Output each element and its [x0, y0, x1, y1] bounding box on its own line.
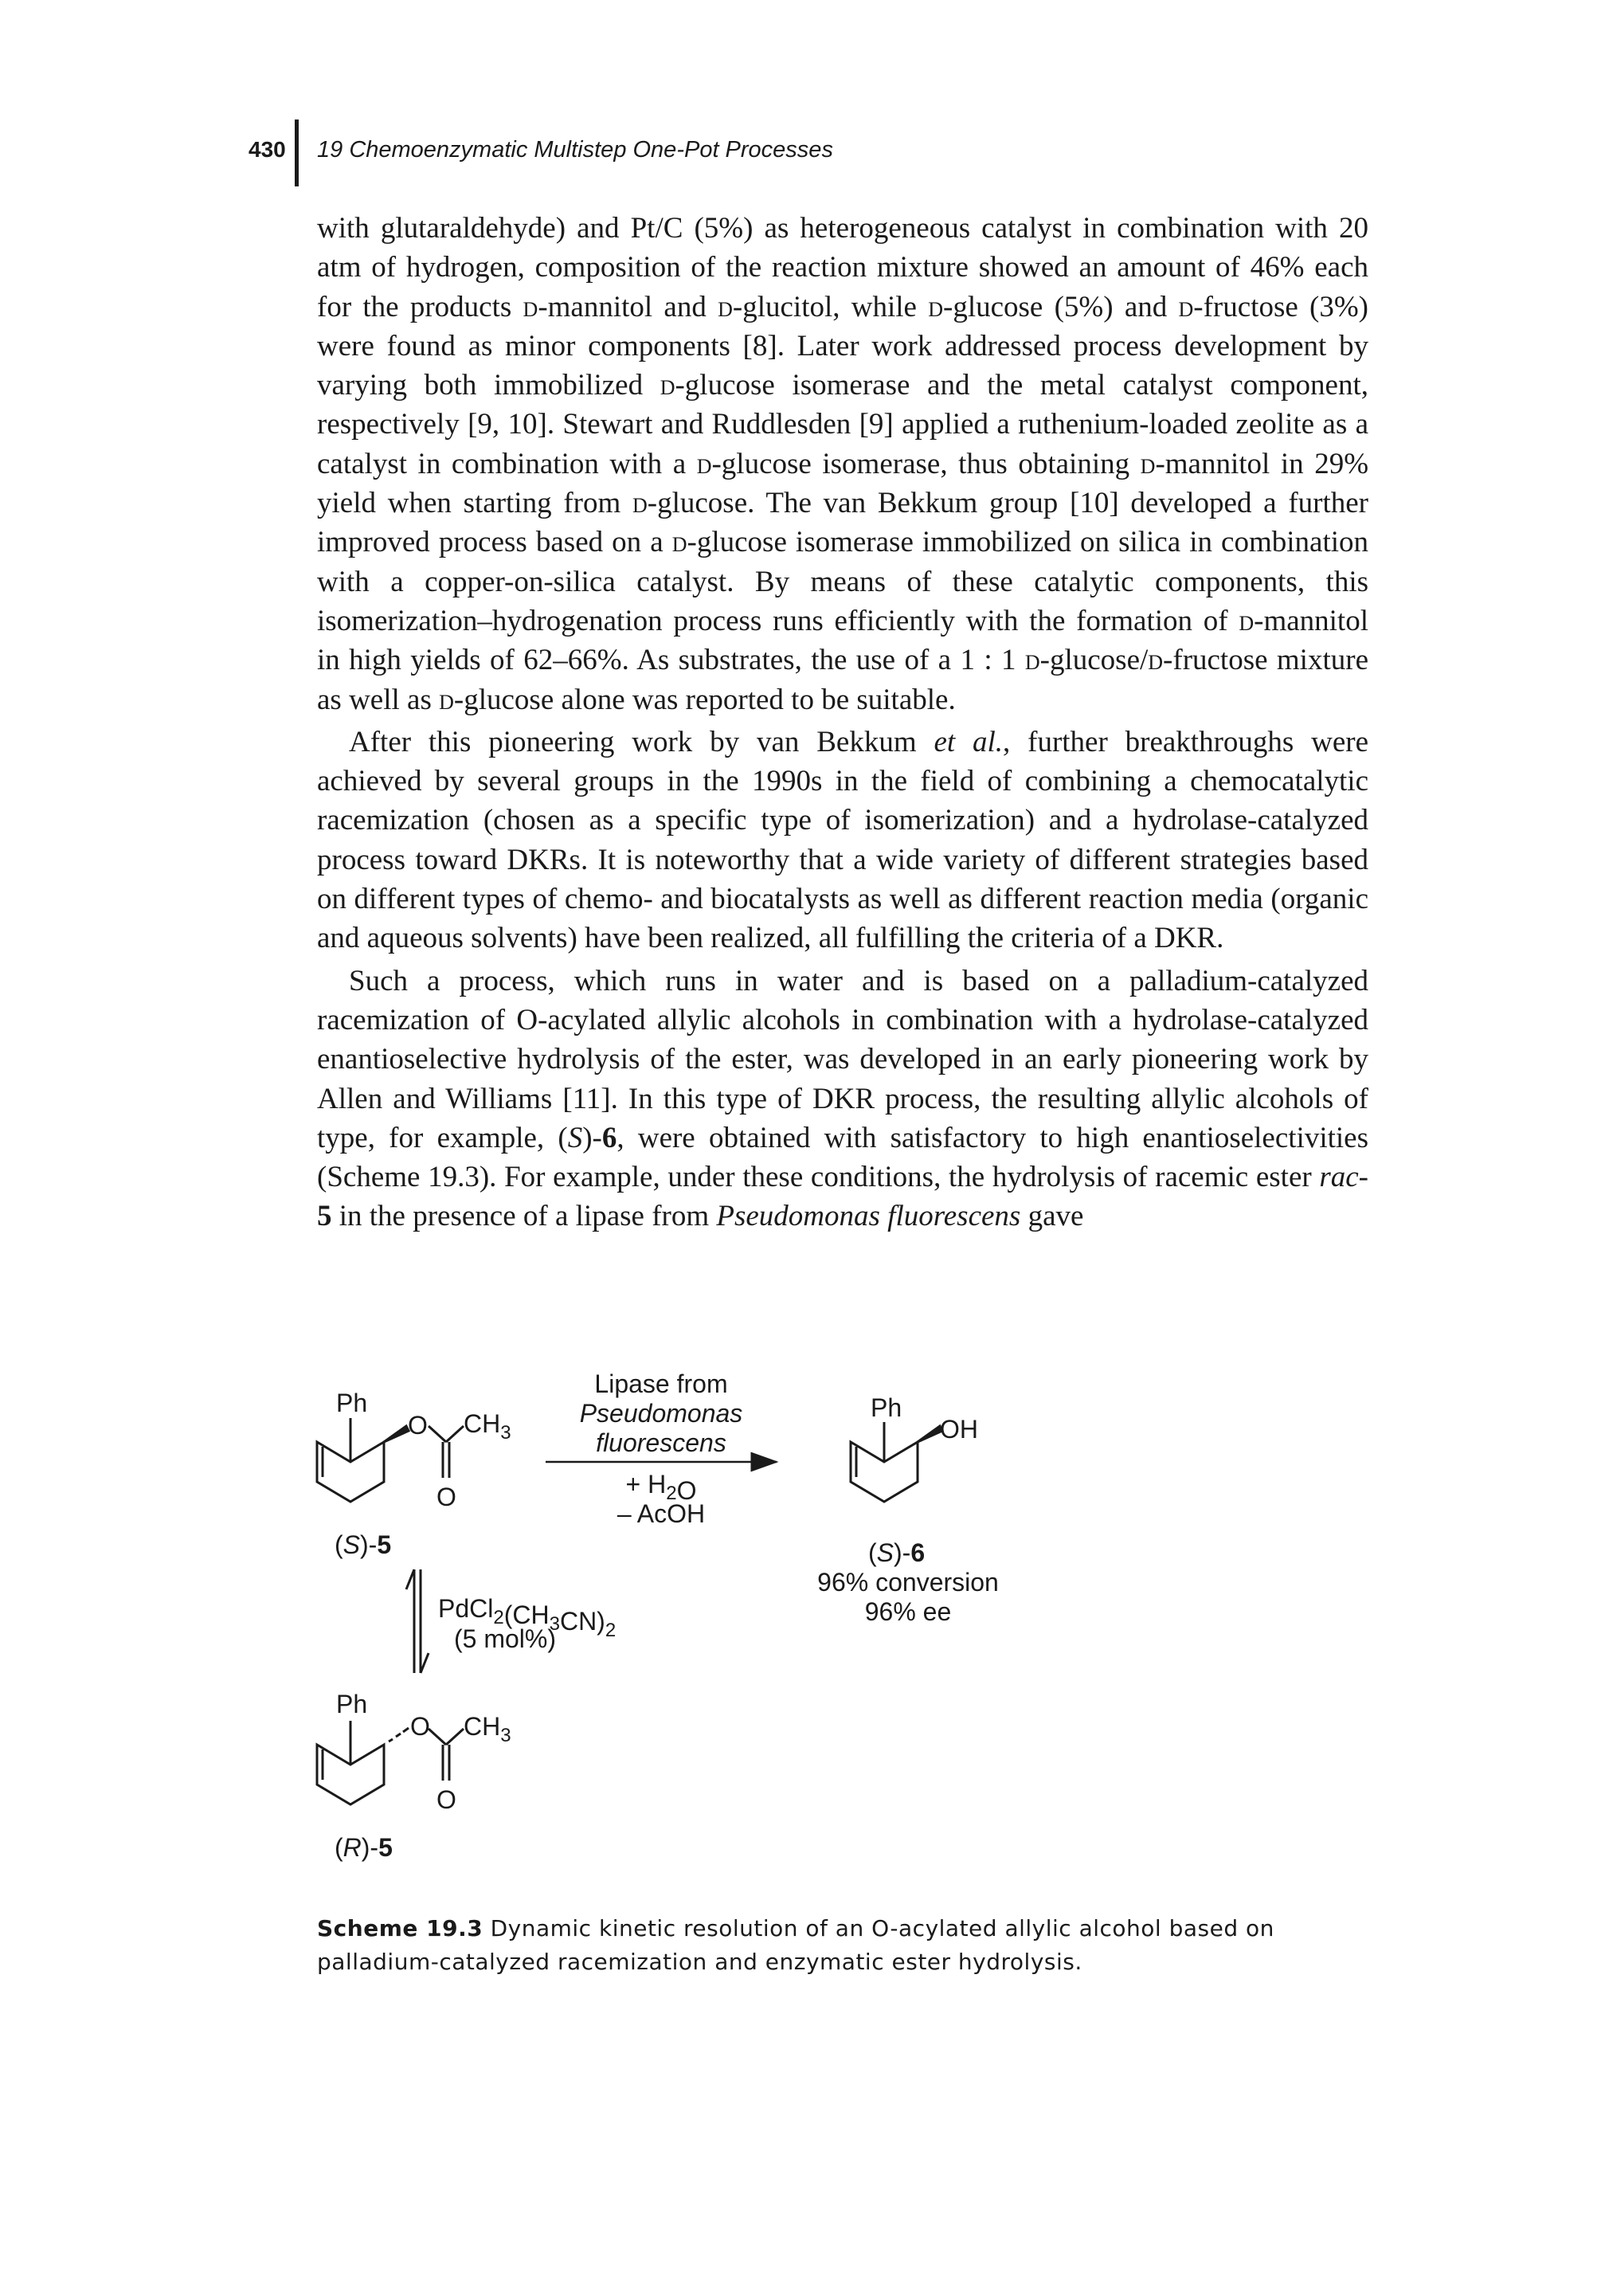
s5-wedge-bond: [383, 1424, 411, 1444]
text-segment: d: [696, 447, 712, 480]
reagent-line-1: Lipase from: [594, 1369, 727, 1398]
text-segment: gave: [1020, 1200, 1084, 1233]
text-segment: S: [567, 1121, 583, 1154]
text-segment: d: [439, 683, 454, 716]
text-segment: , were obtained with satisfactory to hig…: [317, 1121, 1368, 1194]
text-segment: d: [523, 290, 538, 323]
text-segment: d: [660, 369, 675, 402]
r5-ring: [315, 1742, 386, 1806]
reagent-line-2: Pseudomonas: [580, 1399, 743, 1428]
text-segment: Such a process, which runs in water and …: [317, 964, 1368, 1154]
r5-o-c-bond: [427, 1727, 448, 1746]
r5-o-carbonyl: O: [436, 1785, 456, 1814]
text-segment: -: [1358, 1161, 1368, 1194]
s6-ee: 96% ee: [865, 1597, 952, 1626]
r5-label: (R)-5: [335, 1833, 393, 1862]
text-segment: d: [718, 290, 733, 323]
text-segment: , further breakthroughs were achieved by…: [317, 725, 1369, 955]
text-segment: d: [1178, 290, 1194, 323]
text-segment: -glucose alone was reported to be suitab…: [453, 683, 956, 716]
text-segment: 5: [317, 1200, 332, 1233]
s5-label: (S)-5: [335, 1530, 391, 1559]
s6-ph: Ph: [871, 1393, 902, 1422]
r5-ch3: CH3: [464, 1712, 511, 1746]
page-header: 430 19 Chemoenzymatic Multistep One-Pot …: [0, 0, 1601, 191]
text-segment: -glucose/: [1039, 644, 1149, 677]
body-paragraph: with glutaraldehyde) and Pt/C (5%) as he…: [317, 209, 1368, 719]
r5-hash-2: [395, 1732, 401, 1738]
racemization-equilibrium-arrows: [405, 1569, 430, 1674]
caption-text: Dynamic kinetic resolution of an O-acyla…: [317, 1915, 1274, 1975]
page-number: 430: [249, 137, 286, 162]
running-title: 19 Chemoenzymatic Multistep One-Pot Proc…: [317, 137, 833, 163]
text-segment: -glucose isomerase, thus obtaining: [711, 447, 1141, 480]
scheme-figure: Ph O CH3 O (S)-5 Lipase from Pseudomonas…: [287, 1362, 1418, 1904]
text-segment: d: [1024, 644, 1040, 677]
r5-hash-3: [402, 1726, 409, 1734]
text-segment: -mannitol in 29% yield when starting fro…: [317, 447, 1369, 520]
text-segment: Pseudomonas fluorescens: [716, 1200, 1021, 1233]
s6-oh: OH: [940, 1415, 978, 1444]
s5-o-carbonyl: O: [436, 1483, 456, 1511]
text-segment: -glucose (5%) and: [943, 290, 1179, 323]
text-segment: -mannitol and: [538, 290, 718, 323]
r5-c-ch3-bond: [444, 1727, 465, 1746]
s5-molecule: [315, 1418, 465, 1503]
body-text: with glutaraldehyde) and Pt/C (5%) as he…: [317, 209, 1368, 1236]
s5-o-ester: O: [408, 1411, 428, 1440]
s5-o-c-bond: [427, 1424, 448, 1444]
s5-c-ch3-bond: [444, 1424, 465, 1444]
s6-conversion: 96% conversion: [817, 1568, 999, 1597]
reagent-line-4: + H2O: [626, 1470, 697, 1505]
racemization-loading: (5 mol%): [454, 1624, 556, 1653]
text-segment: d: [1140, 447, 1156, 480]
text-segment: et al.: [934, 725, 1004, 758]
reagent-line-5: – AcOH: [617, 1499, 705, 1528]
text-segment: )-: [582, 1121, 602, 1154]
scheme-drawing: Ph O CH3 O (S)-5 Lipase from Pseudomonas…: [315, 1369, 999, 1862]
r5-hash-1: [388, 1738, 393, 1743]
s6-molecule: [849, 1422, 945, 1503]
text-segment: -glucose isomerase and the metal catalys…: [317, 369, 1368, 480]
text-segment: d: [928, 290, 943, 323]
body-paragraph: After this pioneering work by van Bekkum…: [317, 723, 1368, 958]
reagent-line-3: fluorescens: [596, 1428, 726, 1457]
text-segment: -mannitol in high yields of 62–66%. As s…: [317, 604, 1368, 677]
text-segment: with glutaraldehyde) and Pt/C (5%) as he…: [317, 212, 1368, 323]
caption-label: Scheme 19.3: [317, 1915, 483, 1941]
text-segment: -fructose mixture as well as: [317, 644, 1368, 716]
racemization-catalyst: PdCl2(CH3CN)2: [438, 1594, 616, 1641]
s5-ph: Ph: [336, 1389, 367, 1417]
s6-label: (S)-6: [868, 1538, 925, 1567]
header-divider: [295, 120, 299, 186]
r5-molecule: [315, 1721, 465, 1806]
body-paragraph: Such a process, which runs in water and …: [317, 962, 1368, 1236]
text-segment: After this pioneering work by van Bekkum: [349, 725, 934, 758]
text-segment: d: [632, 487, 648, 520]
s6-wedge-bond: [917, 1424, 945, 1444]
text-segment: in the presence of a lipase from: [331, 1200, 717, 1233]
text-segment: rac: [1319, 1161, 1359, 1194]
text-segment: -fructose (3%) were found as minor compo…: [317, 290, 1368, 402]
s5-ch3: CH3: [464, 1409, 511, 1444]
text-segment: -glucose. The van Bekkum group [10] deve…: [317, 487, 1369, 559]
text-segment: d: [1148, 644, 1164, 677]
text-segment: -glucitol, while: [732, 290, 929, 323]
text-segment: d: [671, 526, 687, 559]
scheme-caption: Scheme 19.3 Dynamic kinetic resolution o…: [317, 1912, 1368, 1979]
r5-ph: Ph: [336, 1690, 367, 1718]
text-segment: -glucose isomerase immobilized on silica…: [317, 526, 1369, 637]
r5-o-ester: O: [410, 1712, 430, 1741]
text-segment: d: [1239, 604, 1255, 637]
text-segment: 6: [601, 1121, 617, 1154]
